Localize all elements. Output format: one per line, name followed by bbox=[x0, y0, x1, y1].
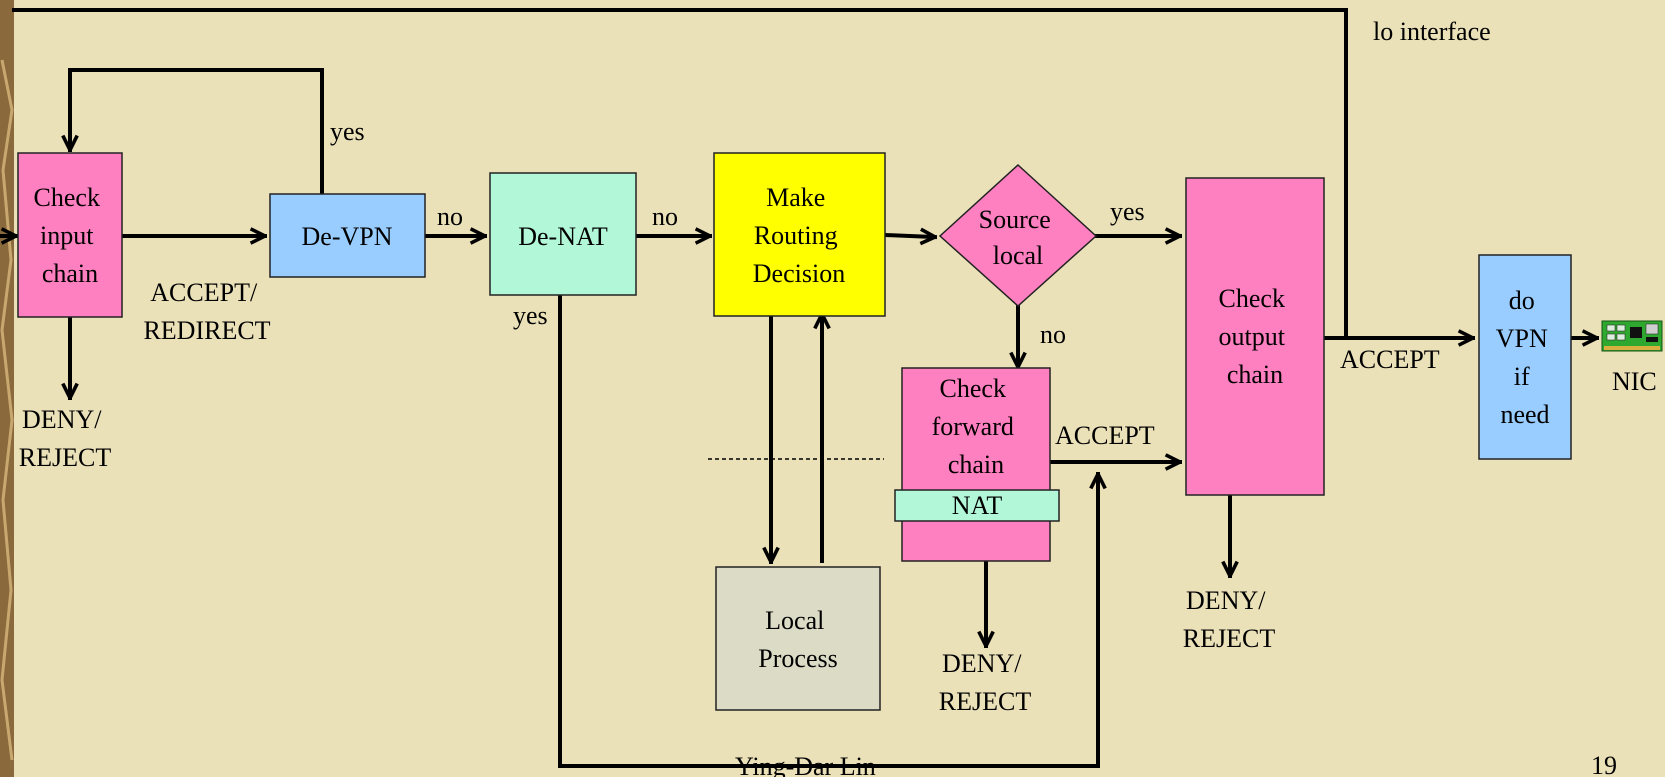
label-accept-forward: ACCEPT bbox=[1055, 421, 1155, 450]
label-accept-redirect: ACCEPT/ REDIRECT bbox=[143, 278, 270, 345]
node-check-input: Check input chain bbox=[17, 152, 123, 318]
nat-label: NAT bbox=[952, 491, 1003, 520]
node-source-local: Source local bbox=[938, 163, 1098, 308]
source-local-diamond bbox=[938, 163, 1098, 308]
footer-author: Ying-Dar Lin bbox=[735, 752, 876, 777]
edge-labels: yes ACCEPT/ REDIRECT DENY/ REJECT no no … bbox=[19, 17, 1657, 716]
routing-decision-label: Make Routing Decision bbox=[753, 183, 845, 288]
do-vpn-label: do VPN if need bbox=[1496, 286, 1555, 429]
node-check-output: Check output chain bbox=[1185, 177, 1325, 496]
label-no-denat: no bbox=[652, 202, 678, 231]
node-do-vpn: do VPN if need bbox=[1478, 254, 1572, 460]
nat-strip bbox=[894, 489, 1060, 522]
denat-yes-bypass bbox=[558, 293, 1098, 768]
left-decor-strip bbox=[0, 0, 14, 777]
lo-interface-line bbox=[12, 8, 1348, 340]
node-routing-decision: Make Routing Decision bbox=[713, 152, 886, 317]
label-deny-forward: DENY/ REJECT bbox=[939, 649, 1032, 716]
devpn-yes-loop bbox=[70, 68, 324, 195]
check-input-box bbox=[17, 152, 123, 318]
node-check-forward: Check forward chain NAT bbox=[894, 367, 1060, 562]
check-forward-box bbox=[901, 367, 1051, 562]
check-forward-label: Check forward chain bbox=[932, 374, 1021, 479]
label-no-devpn: no bbox=[437, 202, 463, 231]
routing-decision-box bbox=[713, 152, 886, 317]
label-deny-input: DENY/ REJECT bbox=[19, 405, 112, 472]
local-process-box bbox=[715, 566, 881, 711]
label-yes-source: yes bbox=[1110, 197, 1145, 226]
do-vpn-box bbox=[1478, 254, 1572, 460]
connectors bbox=[0, 8, 1599, 768]
label-no-source: no bbox=[1040, 320, 1066, 349]
source-local-label: Source local bbox=[979, 205, 1058, 270]
node-de-vpn: De-VPN bbox=[269, 193, 426, 278]
label-deny-output: DENY/ REJECT bbox=[1183, 586, 1276, 653]
node-de-nat: De-NAT bbox=[489, 172, 637, 296]
check-input-label: Check input chain bbox=[34, 183, 107, 288]
label-yes-loop: yes bbox=[330, 117, 365, 146]
label-lo-interface: lo interface bbox=[1373, 17, 1491, 46]
de-nat-box bbox=[489, 172, 637, 296]
de-vpn-box bbox=[269, 193, 426, 278]
page-number: 19 bbox=[1591, 751, 1617, 777]
label-nic: NIC bbox=[1612, 367, 1657, 396]
check-output-label: Check output chain bbox=[1219, 284, 1292, 389]
de-vpn-label: De-VPN bbox=[302, 222, 393, 251]
local-process-label: Local Process bbox=[758, 606, 837, 673]
check-output-box bbox=[1185, 177, 1325, 496]
label-accept-output: ACCEPT bbox=[1340, 345, 1440, 374]
network-card-icon bbox=[1601, 320, 1663, 352]
de-nat-label: De-NAT bbox=[518, 222, 608, 251]
node-local-process: Local Process bbox=[715, 566, 881, 711]
label-yes-denat: yes bbox=[513, 301, 548, 330]
routing-to-source-arrow bbox=[882, 235, 935, 237]
